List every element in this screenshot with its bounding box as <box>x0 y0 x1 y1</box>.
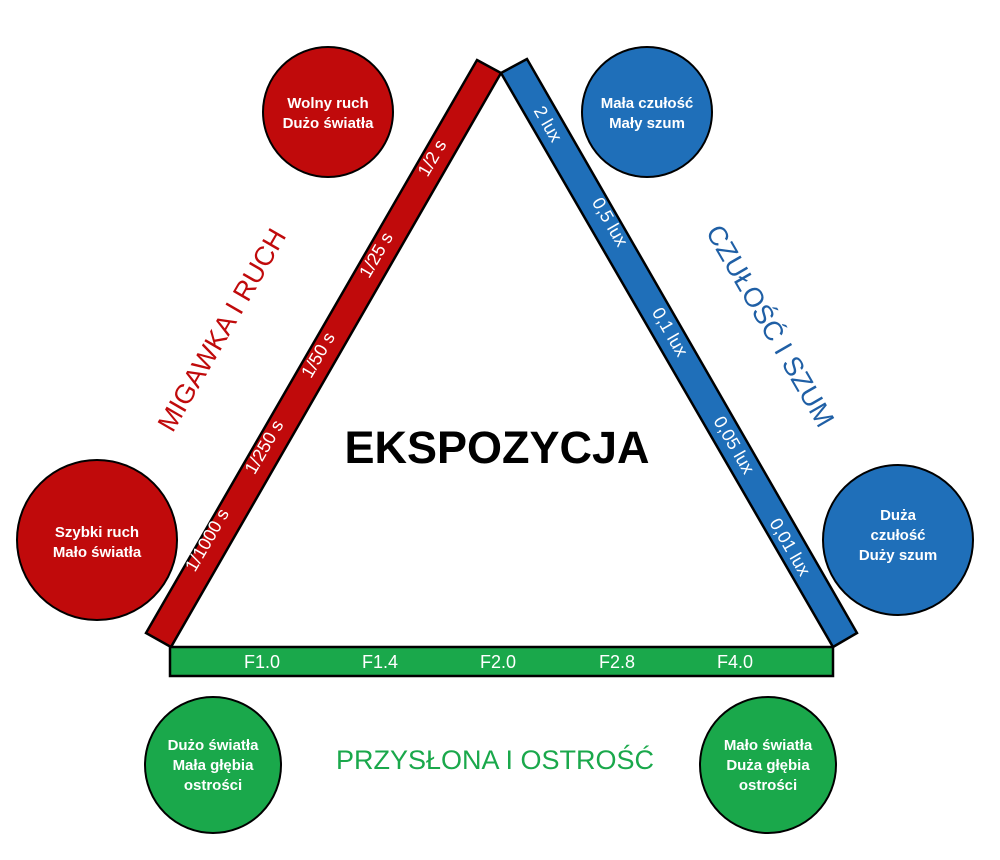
circle-wide-aperture: Dużo światła Mała głębia ostrości <box>144 696 282 834</box>
circle-fast-shutter: Szybki ruch Mało światła <box>16 459 178 621</box>
circle-line: Wolny ruch <box>287 95 368 112</box>
circle-line: Mały szum <box>609 115 685 132</box>
aperture-title: PRZYSŁONA I OSTROŚĆ <box>336 743 654 775</box>
main-title: EKSPOZYCJA <box>344 422 649 473</box>
aperture-value: F4.0 <box>717 652 753 672</box>
circle-slow-shutter: Wolny ruch Dużo światła <box>262 46 394 178</box>
circle-high-iso: Duża czułość Duży szum <box>822 464 974 616</box>
aperture-value: F2.0 <box>480 652 516 672</box>
circle-line: czułość <box>870 527 925 544</box>
aperture-value: F2.8 <box>599 652 635 672</box>
circle-line: Duży szum <box>859 547 937 564</box>
aperture-value: F1.0 <box>244 652 280 672</box>
circle-line: ostrości <box>184 777 242 794</box>
circle-line: Mała czułość <box>601 95 694 112</box>
aperture-scale: F1.0 F1.4 F2.0 F2.8 F4.0 <box>244 652 753 672</box>
shutter-title: MIGAWKA I RUCH <box>152 224 292 437</box>
circle-line: Duża głębia <box>726 757 810 774</box>
circle-line: Dużo światła <box>168 737 260 754</box>
circle-line: Dużo światła <box>283 115 375 132</box>
circle-low-iso: Mała czułość Mały szum <box>581 46 713 178</box>
circle-line: Duża <box>880 507 916 524</box>
circle-line: ostrości <box>739 777 797 794</box>
circle-line: Szybki ruch <box>55 524 139 541</box>
circle-line: Mała głębia <box>173 757 255 774</box>
circle-line: Mało światła <box>53 544 142 561</box>
aperture-bar <box>168 645 835 678</box>
circle-narrow-aperture: Mało światła Duża głębia ostrości <box>699 696 837 834</box>
circle-line: Mało światła <box>724 737 813 754</box>
aperture-value: F1.4 <box>362 652 398 672</box>
